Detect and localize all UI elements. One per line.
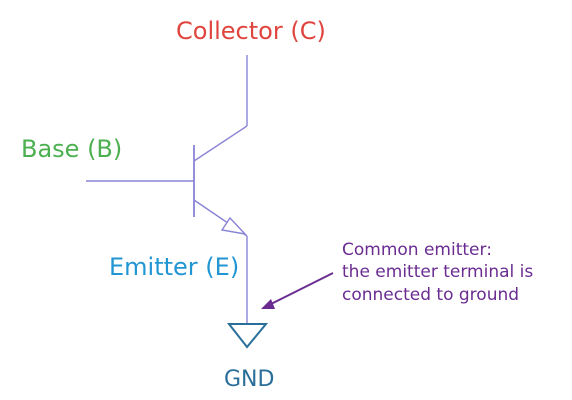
ground-label: GND	[224, 367, 275, 392]
emitter-arrow	[220, 216, 247, 236]
annotation-arrowhead	[261, 299, 275, 309]
common-emitter-annotation: Common emitter: the emitter terminal is …	[342, 239, 533, 306]
base-label: Base (B)	[21, 135, 123, 163]
collector-label: Collector (C)	[176, 17, 326, 45]
emitter-label: Emitter (E)	[109, 253, 240, 281]
annotation-line-1: Common emitter:	[342, 240, 492, 260]
annotation-arrow-line	[266, 272, 334, 307]
annotation-line-2: the emitter terminal is	[342, 262, 534, 283]
ground-symbol	[226, 323, 269, 349]
collector-diagonal	[193, 125, 248, 162]
annotation-line-3: connected to ground	[342, 284, 520, 305]
